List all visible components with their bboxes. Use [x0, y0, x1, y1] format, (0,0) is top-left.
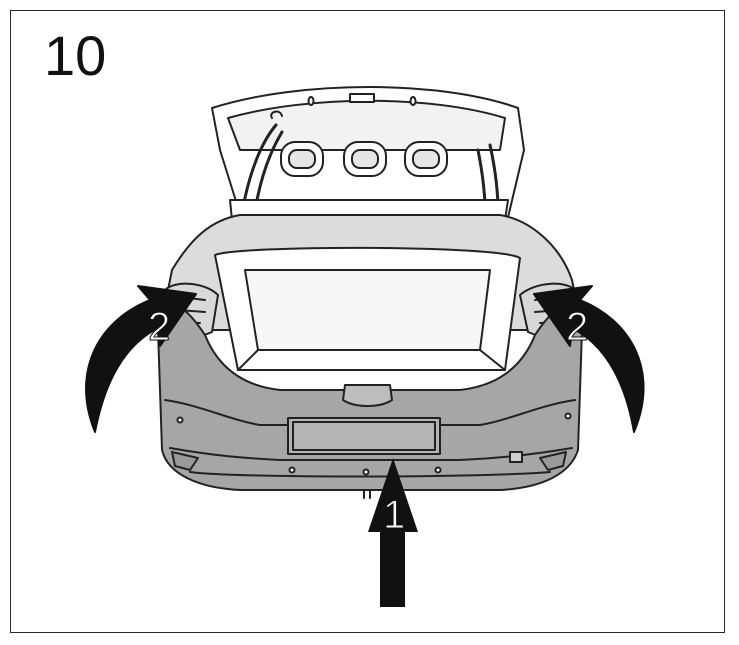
arrow-corner-left [85, 285, 197, 433]
callout-corner-left: 2 [148, 305, 170, 349]
arrow-bumper-push [368, 458, 418, 607]
trunk-latch [342, 384, 393, 407]
license-plate-recess [287, 417, 441, 455]
callout-corner-right: 2 [566, 305, 588, 349]
reflector-left [171, 451, 199, 471]
arrow-corner-right [533, 285, 645, 433]
reflector-right [539, 451, 567, 471]
callout-bumper-push: 1 [383, 493, 405, 537]
step-number: 10 [44, 24, 107, 87]
